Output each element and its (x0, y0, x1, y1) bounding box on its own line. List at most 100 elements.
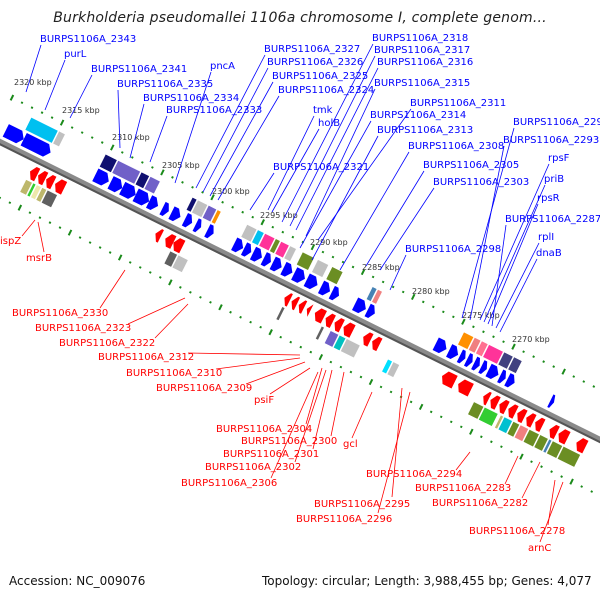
forward-gene-label: BURPS1106A_2343 (40, 34, 136, 45)
forward-label-leader (217, 95, 280, 201)
forward-label-leader (289, 55, 376, 227)
forward-gene-box (210, 209, 222, 225)
lower-tick-mark (229, 310, 232, 314)
reverse-label-leader (215, 357, 301, 370)
forward-label-leader (317, 108, 412, 241)
reverse-gene-label: BURPS1106A_2306 (181, 478, 277, 489)
reverse-label-leader (154, 303, 189, 339)
forward-gene-arrow (485, 363, 499, 379)
forward-label-leader (267, 115, 315, 211)
forward-gene-label: BURPS1106A_2287 (505, 214, 600, 225)
reverse-gene-arrow (517, 408, 528, 424)
forward-label-leader (149, 115, 168, 163)
lower-tick-mark (117, 254, 123, 261)
reverse-gene-box (324, 330, 339, 348)
forward-gene-label: BURPS1106A_2305 (423, 160, 519, 171)
upper-tick-mark (260, 219, 265, 226)
reverse-label-leader (127, 297, 186, 325)
lower-tick-mark (479, 435, 483, 439)
kbp-tick-label: 2290 kbp (310, 238, 348, 247)
lower-tick-mark (409, 400, 413, 404)
reverse-gene-label: BURPS1106A_2295 (314, 499, 410, 510)
reverse-gene-label: BURPS1106A_2296 (296, 514, 392, 525)
reverse-gene-arrow (458, 379, 474, 397)
reverse-gene-box (386, 361, 400, 378)
lower-tick-mark (268, 329, 273, 336)
forward-gene-arrow (92, 168, 109, 186)
reverse-label-leader (294, 369, 327, 463)
lower-tick-mark (510, 450, 513, 454)
upper-tick-mark (9, 94, 15, 101)
forward-gene-arrow (456, 349, 466, 364)
forward-gene-label: BURPS1106A_2317 (374, 45, 470, 56)
upper-tick-mark (522, 350, 525, 354)
upper-tick-mark (291, 235, 295, 239)
forward-gene-label: rpsF (548, 153, 570, 164)
forward-gene-arrow (478, 360, 488, 375)
lower-tick-mark (519, 453, 524, 460)
lower-tick-mark (560, 475, 563, 478)
reverse-label-leader (187, 352, 301, 356)
forward-label-leader (249, 172, 275, 211)
upper-tick-mark (321, 250, 325, 254)
upper-tick-mark (371, 275, 375, 279)
kbp-tick-label: 2280 kbp (412, 287, 450, 296)
upper-tick-mark (351, 265, 355, 269)
reverse-gene-label: BURPS1106A_2302 (205, 462, 301, 473)
upper-tick-mark (331, 255, 335, 259)
kbp-tick-label: 2315 kbp (62, 106, 100, 115)
reverse-gene-arrow (549, 424, 560, 440)
forward-gene-box (371, 289, 383, 305)
forward-gene-label: BURPS1106A_2308 (408, 141, 504, 152)
reverse-gene-box (497, 416, 513, 434)
forward-label-leader (491, 224, 507, 327)
forward-gene-box (185, 197, 198, 213)
forward-label-leader (281, 43, 374, 223)
reverse-gene-arrow (535, 417, 546, 433)
upper-tick-mark (582, 380, 586, 383)
upper-tick-mark (40, 111, 44, 114)
forward-gene-label: BURPS1106A_2321 (273, 162, 369, 173)
forward-gene-label: BURPS1106A_2297 (513, 117, 600, 128)
upper-tick-mark (391, 285, 395, 289)
forward-gene-label: BURPS1106A_2327 (264, 44, 360, 55)
reverse-gene-label: BURPS1106A_2282 (432, 498, 528, 509)
upper-tick-mark (461, 318, 466, 325)
lower-tick-mark (329, 360, 333, 364)
forward-gene-arrow (446, 344, 459, 359)
forward-gene-box (296, 251, 315, 271)
forward-gene-arrow (260, 252, 271, 267)
forward-label-leader (379, 187, 435, 271)
forward-gene-box (482, 344, 504, 365)
forward-gene-label: BURPS1106A_2313 (377, 125, 473, 136)
lower-tick-mark (249, 320, 252, 324)
reverse-gene-label: BURPS1106A_2323 (35, 323, 131, 334)
forward-gene-arrow (317, 280, 331, 296)
lower-tick-mark (199, 295, 202, 299)
reverse-gene-arrow (155, 229, 164, 243)
upper-tick-mark (360, 268, 366, 276)
reverse-gene-label: BURPS1106A_2294 (366, 469, 462, 480)
forward-gene-label: BURPS1106A_2318 (372, 33, 468, 44)
forward-gene-label: BURPS1106A_2333 (166, 105, 262, 116)
forward-gene-box (507, 356, 523, 374)
forward-gene-label: BURPS1106A_2293 (503, 135, 599, 146)
reverse-label-leader (521, 461, 541, 499)
reverse-gene-box (533, 434, 549, 452)
upper-tick-mark (30, 106, 34, 109)
reverse-gene-arrow (46, 174, 57, 190)
forward-label-leader (25, 44, 42, 93)
forward-gene-arrow (547, 394, 556, 408)
reverse-gene-arrow (298, 300, 308, 314)
reverse-label-leader (351, 391, 373, 439)
forward-gene-label: BURPS1106A_2325 (272, 71, 368, 82)
forward-gene-box (134, 171, 150, 189)
forward-gene-arrow (181, 213, 193, 228)
forward-label-leader (311, 135, 379, 261)
reverse-gene-box (332, 334, 347, 352)
track-group (0, 94, 600, 493)
forward-label-leader (69, 74, 93, 119)
reverse-label-leader (330, 371, 345, 437)
forward-gene-arrow (351, 297, 366, 314)
